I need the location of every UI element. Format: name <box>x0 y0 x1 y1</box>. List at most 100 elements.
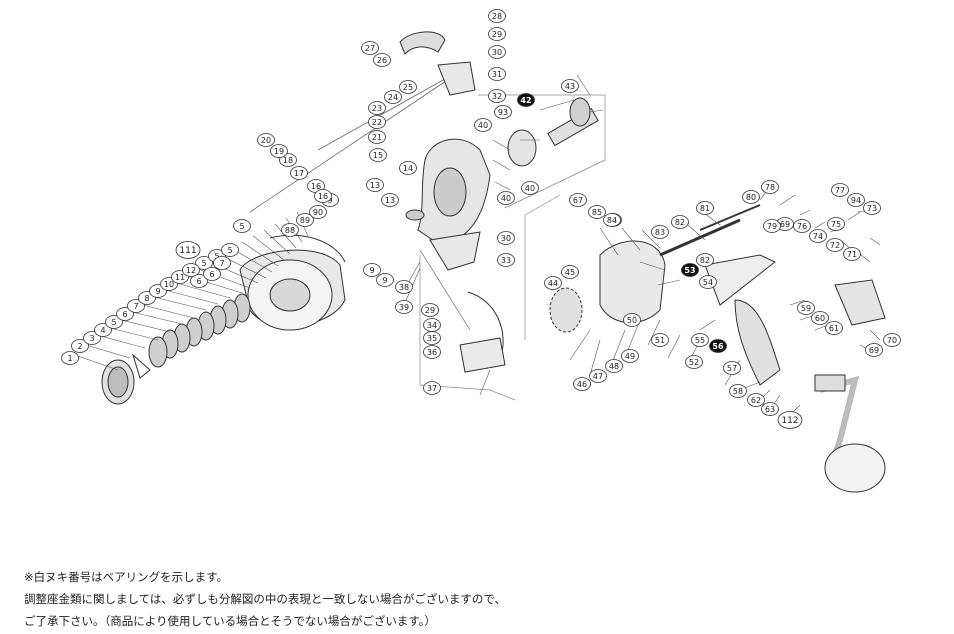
part-number-label: 85 <box>592 208 602 217</box>
part-number-label: 42 <box>520 96 531 105</box>
part-number-label: 24 <box>388 93 398 102</box>
part-callout-20: 20 <box>257 133 275 147</box>
part-callout-badge <box>366 178 384 192</box>
part-callout-badge <box>729 384 747 398</box>
part-callout-85: 85 <box>588 205 606 219</box>
part-callout-badge <box>270 144 288 158</box>
part-number-label: 30 <box>492 48 502 57</box>
part-callout-badge <box>843 247 861 261</box>
side-cover <box>834 279 886 326</box>
part-callout-badge <box>588 205 606 219</box>
part-number-label: 27 <box>365 44 375 53</box>
drag-spring-clip <box>132 353 151 379</box>
part-number-label: 112 <box>781 416 798 426</box>
part-number-label: 94 <box>851 196 861 205</box>
part-number-label: 72 <box>830 241 840 250</box>
one-way-clutch <box>507 129 537 167</box>
reel-body <box>599 240 666 324</box>
part-callout-35: 35 <box>423 331 441 345</box>
part-callout-82: 82 <box>671 215 689 229</box>
part-number-label: 90 <box>313 208 323 217</box>
part-callout-57: 57 <box>723 361 741 375</box>
part-callout-5: 5 <box>105 315 123 329</box>
part-number-label: 16 <box>311 182 321 191</box>
part-callout-48: 48 <box>605 359 623 373</box>
bearing-note: ※白ヌキ番号はベアリングを示します。 <box>24 570 228 584</box>
part-number-label: 39 <box>399 303 409 312</box>
part-callout-badge <box>368 115 386 129</box>
part-callout-badge <box>203 267 221 281</box>
part-callout-badge <box>811 311 829 325</box>
part-number-label: 82 <box>675 218 685 227</box>
part-number-label: 71 <box>847 250 857 259</box>
handle-knob <box>824 443 886 493</box>
part-callout-36: 36 <box>423 345 441 359</box>
part-callout-67: 67 <box>569 193 587 207</box>
part-callout-badge <box>309 205 327 219</box>
part-callout-badge <box>865 343 883 357</box>
part-callout-63: 63 <box>761 402 779 416</box>
part-callout-30: 30 <box>497 231 515 245</box>
shim-note-continued: ご了承下さい。（商品により使用している場合とそうでない場合がございます。） <box>24 614 436 628</box>
part-number-label: 35 <box>427 334 437 343</box>
part-callout-badge <box>831 183 849 197</box>
part-callout-39: 39 <box>395 300 413 314</box>
part-number-label: 40 <box>501 194 511 203</box>
part-callout-badge <box>699 275 717 289</box>
part-callout-5: 5 <box>195 256 213 270</box>
part-number-label: 84 <box>607 216 617 225</box>
part-number-label: 8 <box>144 294 149 303</box>
part-number-label: 69 <box>869 346 879 355</box>
part-number-label: 63 <box>765 405 775 414</box>
part-callout-40: 40 <box>521 181 539 195</box>
part-callout-50: 50 <box>623 313 641 327</box>
part-callout-badge <box>573 377 591 391</box>
part-callout-badge <box>497 231 515 245</box>
part-number-label: 78 <box>765 183 775 192</box>
part-callout-badge <box>671 215 689 229</box>
part-number-label: 56 <box>712 342 724 351</box>
part-callout-badge <box>742 190 760 204</box>
part-number-label: 44 <box>548 279 558 288</box>
part-callout-badge <box>105 315 123 329</box>
part-number-label: 3 <box>89 334 94 343</box>
drag-knob <box>101 359 135 405</box>
spool-skirt <box>269 234 346 263</box>
part-callout-badge <box>423 381 441 395</box>
part-callout-badge <box>696 201 714 215</box>
part-number-label: 43 <box>565 82 575 91</box>
part-number-label: 57 <box>727 364 737 373</box>
part-number-label: 28 <box>492 12 502 21</box>
part-callout-badge <box>175 241 201 259</box>
diagram-structure <box>74 31 886 493</box>
part-callout-badge <box>395 280 413 294</box>
part-number-label: 5 <box>201 259 206 268</box>
part-number-label: 5 <box>227 246 232 255</box>
bail-trip <box>429 231 481 271</box>
part-number-label: 37 <box>427 384 437 393</box>
part-callout-badge <box>603 213 621 227</box>
part-callout-badge <box>376 273 394 287</box>
part-callout-54: 54 <box>699 275 717 289</box>
part-callout-74: 74 <box>809 229 827 243</box>
part-callout-badge <box>296 213 314 227</box>
part-number-label: 29 <box>492 30 502 39</box>
part-callout-badge <box>182 263 200 277</box>
part-callout-56: 56 <box>709 339 727 353</box>
part-callout-81: 81 <box>696 201 714 215</box>
bail-spring-plate <box>459 337 506 373</box>
part-number-label: 73 <box>867 204 877 213</box>
rotor-hub <box>433 167 467 217</box>
part-number-label: 4 <box>100 326 105 335</box>
part-callout-badge <box>521 181 539 195</box>
part-callout-30: 30 <box>488 45 506 59</box>
part-callout-5: 5 <box>233 219 251 233</box>
part-callout-badge <box>825 321 843 335</box>
part-callout-88: 88 <box>281 223 299 237</box>
part-callout-15: 15 <box>369 148 387 162</box>
part-number-label: 29 <box>425 306 435 315</box>
part-callout-badge <box>488 89 506 103</box>
part-callout-badge <box>381 193 399 207</box>
part-number-label: 18 <box>283 156 293 165</box>
part-number-label: 13 <box>385 196 395 205</box>
